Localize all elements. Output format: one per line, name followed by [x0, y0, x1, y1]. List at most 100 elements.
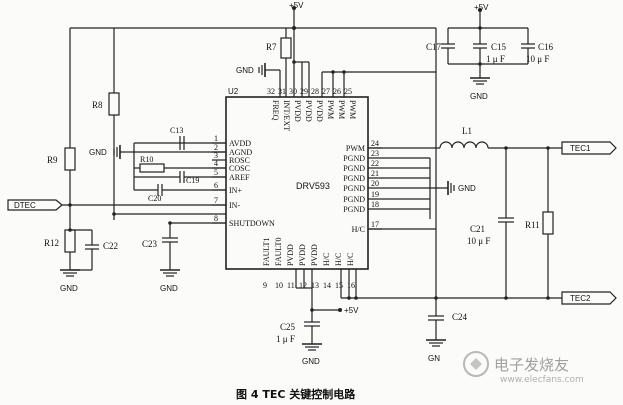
chip-right-pins: 24PWM23PGND22PGND21PGND20PGND19PGND18PGN… [343, 139, 430, 234]
pin-number: 18 [371, 200, 379, 209]
gnd-bypass-label: GND [470, 92, 488, 101]
pin-number: 7 [214, 196, 218, 205]
drv593-chip-body [225, 96, 369, 270]
c21-label: C21 [470, 224, 485, 234]
vcc-right-label: +5V [474, 3, 489, 12]
tec2-label: TEC2 [570, 294, 591, 303]
chip-top-pins: 32FREQ31INT/EXT30PVDD29PVDD28PVDD27PWM26… [267, 87, 357, 131]
chip-pin-15: 15H/C [334, 253, 343, 290]
chip-pin-17: 17H/C [352, 220, 382, 234]
inductor-l1: L1 [368, 126, 562, 149]
pin-number: 20 [371, 179, 379, 188]
pin-name: PGND [343, 184, 365, 193]
pin-name: PGND [343, 154, 365, 163]
pin-name: AVDD [229, 139, 251, 148]
pin-name: H/C [352, 225, 365, 234]
pin-number: 16 [347, 281, 355, 290]
c13-label: C13 [170, 126, 183, 135]
r9-label: R9 [47, 155, 58, 165]
pin-number: 15 [335, 281, 343, 290]
resistor-r9: R9 [47, 28, 76, 230]
tec1-output: TEC1 [561, 141, 617, 155]
capacitor-c24: C24 GN [426, 298, 468, 363]
pin-name: IN- [229, 201, 240, 210]
gnd-c23-label: GND [160, 284, 178, 293]
pgnd-ground: GND [429, 158, 476, 219]
pin-number: 9 [263, 281, 267, 290]
pin-name: PGND [343, 164, 365, 173]
bypass-caps-group: +5V C17 C15 1 μ F C16 10 μ F GND [426, 3, 554, 101]
gnd-r12: GND [60, 269, 80, 293]
pin-name: COSC [229, 164, 250, 173]
pin-name: FAULT1 [262, 238, 271, 266]
bottom-pvdd-supply: +5V C25 1 μ F GND [276, 269, 359, 366]
vcc-bottom-label: +5V [344, 306, 359, 315]
chip-bottom-pins: 9FAULT110FAULT011PVDD12PVDD13PVDD14H/C15… [262, 238, 355, 290]
osc-network: C13 GND R10 C19 C20 [89, 126, 226, 203]
pin-number: 22 [371, 159, 379, 168]
c20-label: C20 [148, 194, 161, 203]
c25-value: 1 μ F [276, 334, 295, 344]
pgnd-gnd-label: GND [458, 184, 476, 193]
watermark-text: 电子发烧友 [494, 356, 569, 374]
pin-number: 26 [333, 87, 341, 96]
pin-number: 25 [344, 87, 352, 96]
gnd-r12-label: GND [60, 284, 78, 293]
pin-number: 19 [371, 190, 379, 199]
c16-label: C16 [538, 42, 554, 52]
pin-name: SHUTDOWN [229, 219, 275, 228]
pin-name: PVDD [298, 244, 307, 266]
c15-value: 1 μ F [486, 54, 505, 64]
pin-number: 29 [300, 87, 308, 96]
pin-number: 5 [214, 168, 218, 177]
pin-name: AREF [229, 173, 250, 182]
c24-label: C24 [452, 312, 468, 322]
pin-number: 24 [371, 139, 379, 148]
r10-label: R10 [140, 155, 153, 164]
pin-number: 6 [214, 181, 218, 190]
chip-pin-9: 9 FAULT1 [262, 238, 271, 290]
pin-name: PWM [346, 144, 365, 153]
chip-part-label: DRV593 [296, 181, 330, 191]
pin-name: PVDD [304, 100, 313, 122]
resistor-r7: R7 [266, 28, 292, 97]
pin-name: FAULT0 [274, 238, 283, 266]
c22-label: C22 [103, 241, 118, 251]
pin-number: 3 [214, 151, 218, 160]
dtec-label: DTEC [14, 201, 36, 210]
pin-number: 2 [214, 143, 218, 152]
tec1-label: TEC1 [570, 144, 591, 153]
chip-pin-14: 14H/C [322, 253, 331, 290]
r8-label: R8 [92, 100, 103, 110]
pin-number: 8 [214, 214, 218, 223]
pin-number: 4 [214, 159, 218, 168]
pin-number: 32 [267, 87, 275, 96]
r7-label: R7 [266, 42, 277, 52]
pin-name: PVDD [315, 100, 324, 122]
pin-number: 1 [214, 134, 218, 143]
pin-number: 12 [299, 281, 307, 290]
gnd-c24-label: GN [428, 354, 440, 363]
capacitor-c22: C22 [68, 228, 118, 271]
gnd-agnd-label: GND [89, 148, 107, 157]
pin-number: 23 [371, 149, 379, 158]
top-power-rail: +5V [70, 1, 436, 30]
c21-value: 10 μ F [467, 236, 490, 246]
pin-name: H/C [322, 253, 331, 266]
pin-name: PVDD [293, 100, 302, 122]
pin-number: 17 [371, 220, 379, 229]
